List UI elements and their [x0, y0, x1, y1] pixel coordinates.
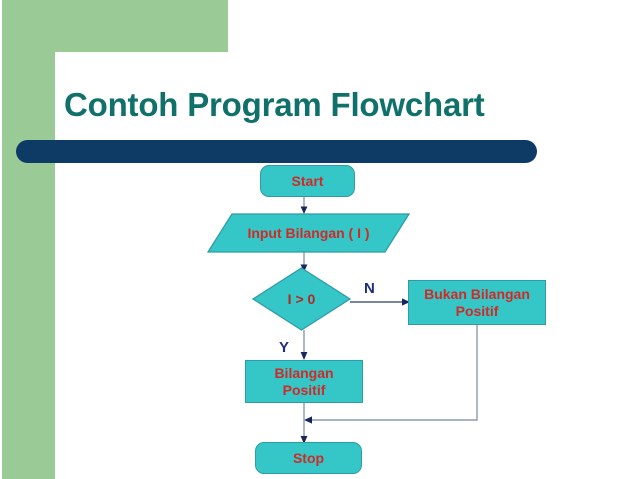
flow-node-positive[interactable]: Bilangan Positif: [245, 360, 363, 403]
branch-label-no: N: [364, 280, 375, 297]
flow-node-stop[interactable]: Stop: [255, 442, 362, 474]
connector-input-to-decision: [296, 252, 316, 274]
flow-node-start-label: Start: [291, 172, 324, 189]
connector-positive-to-stop: [296, 402, 316, 446]
branch-label-yes: Y: [279, 339, 290, 356]
flow-node-stop-label: Stop: [292, 449, 325, 466]
flow-node-input[interactable]: Input Bilangan ( I ): [207, 213, 410, 253]
flow-node-decision[interactable]: I > 0: [252, 267, 351, 331]
page-title: Contoh Program Flowchart: [64, 86, 485, 123]
flow-node-start[interactable]: Start: [260, 165, 355, 197]
title-underline-bar: [16, 140, 537, 163]
flow-node-not-positive-line2: Positif: [455, 302, 499, 319]
flow-node-positive-line2: Positif: [282, 381, 326, 398]
flow-node-positive-line1: Bilangan: [274, 364, 334, 381]
top-right-white-fill: [228, 0, 638, 52]
connector-decision-yes-to-positive: [296, 330, 316, 362]
top-accent-band: [2, 0, 228, 52]
left-accent-band: [2, 0, 55, 479]
connector-not-positive-to-merge: [296, 325, 486, 424]
flow-node-not-positive-line1: Bukan Bilangan: [424, 285, 530, 302]
connector-decision-no-to-not-positive: [350, 292, 414, 312]
content-panel: [55, 52, 638, 479]
flow-node-not-positive[interactable]: Bukan Bilangan Positif: [408, 280, 546, 325]
connector-start-to-input: [296, 196, 316, 216]
